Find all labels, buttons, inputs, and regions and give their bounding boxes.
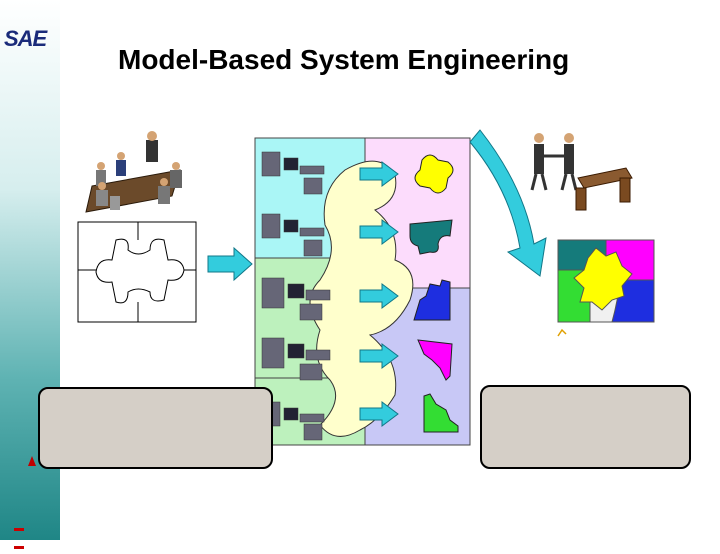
slide: SAE Model-Based System Engineering <box>0 0 691 549</box>
desk-icon <box>575 167 633 211</box>
engineer-workstation-icon <box>261 151 331 441</box>
handshake-people-icon <box>530 133 578 191</box>
decorative-marks <box>28 328 567 466</box>
puzzle-outline-icon <box>77 221 197 323</box>
sae-logo: SAE <box>4 26 47 51</box>
curved-arrow-icon <box>469 129 547 277</box>
page-title: Model-Based System Engineering <box>118 44 570 75</box>
meeting-people-icon <box>85 131 182 213</box>
small-arrows <box>359 161 399 427</box>
right-text-box <box>480 385 691 469</box>
left-text-box <box>38 387 273 469</box>
sidebar-gradient: SAE <box>0 0 60 549</box>
puzzle-pieces <box>409 154 459 433</box>
assembled-puzzle-icon <box>557 239 655 323</box>
arrow-icon <box>207 246 253 282</box>
diagram-canvas <box>28 129 655 466</box>
